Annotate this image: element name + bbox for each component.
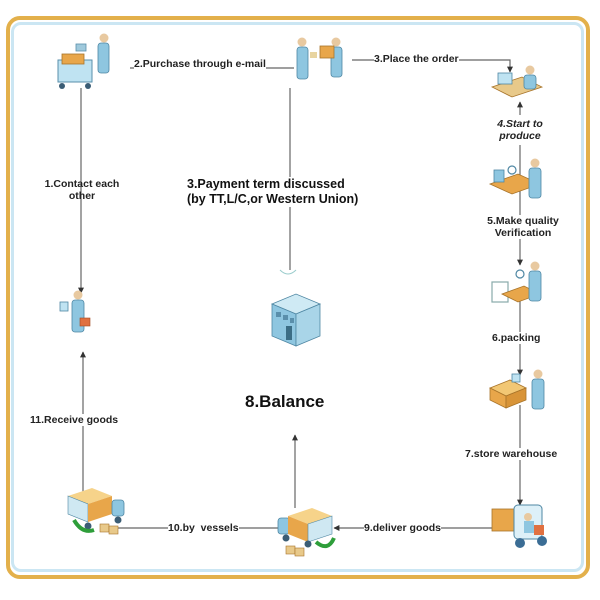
step-5-label-line2: Verification [494,227,552,239]
forklift-icon [491,504,547,548]
step-8-balance-label: 8.Balance [245,392,325,411]
worker-inspecting-icon [491,261,542,303]
step-10-label: 10.by vessels [168,522,239,534]
worker-at-conveyor-icon [488,158,542,199]
bank-building-icon [270,269,322,347]
delivery-truck-icon-left [67,488,125,535]
person-with-cart-icon [57,33,110,89]
step-7-label: 7.store warehouse [465,448,558,460]
step-9-label: 9.deliver goods [364,522,442,534]
delivery-truck-icon [277,508,336,557]
step-1-label: 1.Contact each other [28,178,136,202]
step-2-label: 2.Purchase through e-mail [134,58,266,70]
diagram-frame-inner [11,22,584,572]
step-5-label: 5.Make quality Verification [484,215,562,239]
worker-packing-box-icon [489,369,545,410]
step-3-payment-label: 3.Payment term discussed (by TT,L/C,or W… [187,177,359,207]
step-4-label-line1: 4.Start to [497,118,543,130]
step-5-label-line1: 5.Make quality [487,215,559,227]
two-people-exchange-icon [296,37,343,80]
step-4-label-line2: produce [499,130,541,142]
payment-label-line2: (by TT,L/C,or Western Union) [187,192,359,206]
step-6-label: 6.packing [492,332,541,344]
payment-label-line1: 3.Payment term discussed [187,177,345,191]
step-3-place-order-label: 3.Place the order [374,53,459,65]
person-at-desk-icon [490,65,544,98]
step-11-label: 11.Receive goods [30,414,119,426]
diagram-frame-outer [6,16,590,579]
step-1-label-line1: 1.Contact each [44,178,120,190]
step-4-label: 4.Start to produce [494,118,546,142]
step-1-label-line2: other [68,190,96,202]
person-with-briefcase-icon [59,290,91,333]
